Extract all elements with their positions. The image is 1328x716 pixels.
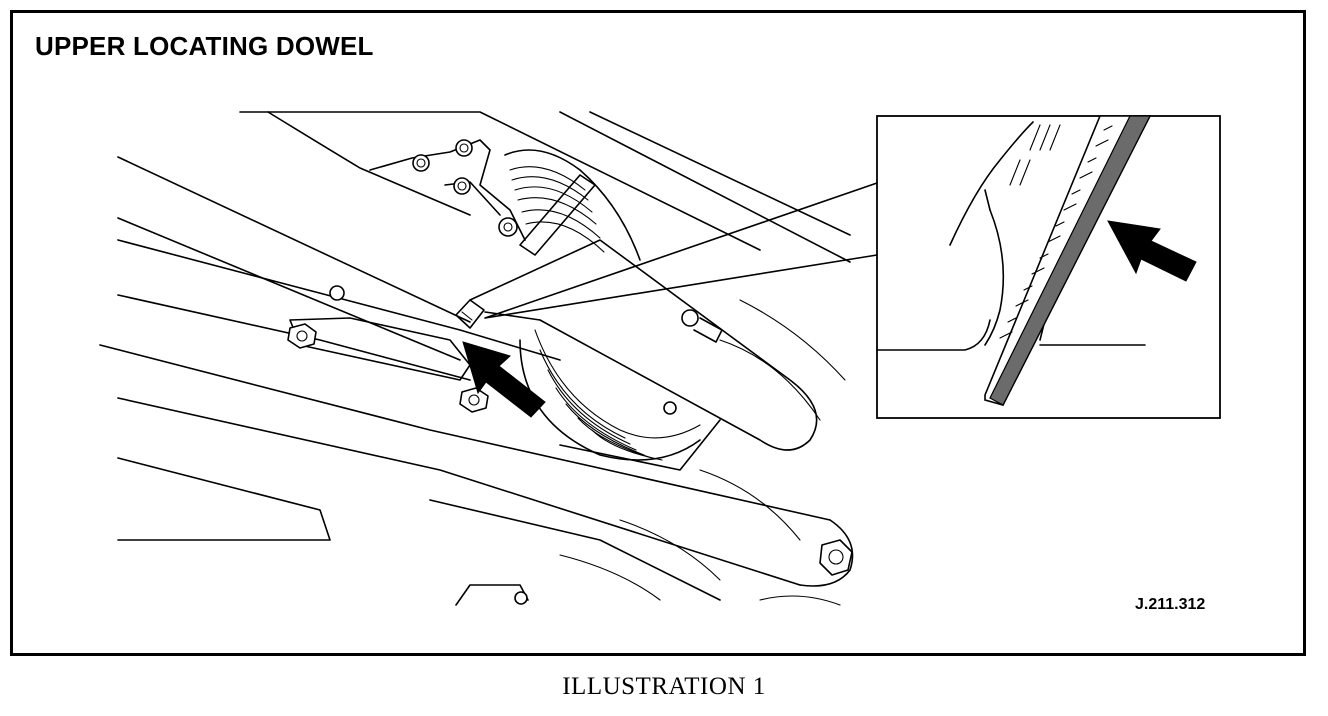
callout-leader [484, 182, 878, 319]
arrow-icon [462, 341, 546, 418]
figure-caption: ILLUSTRATION 1 [562, 673, 766, 700]
suspension-assembly [99, 111, 854, 606]
figure-title: UPPER LOCATING DOWEL [35, 31, 374, 61]
arrow-icon [1107, 220, 1197, 282]
reference-code: J.211.312 [1135, 596, 1206, 613]
inset-detail [876, 115, 1221, 419]
